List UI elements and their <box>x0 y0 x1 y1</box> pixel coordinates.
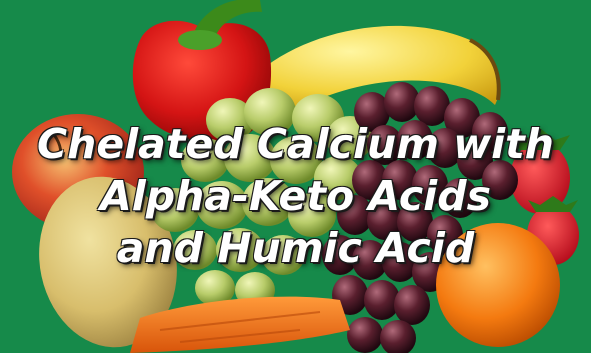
headline-line-2: Alpha-Keto Acids <box>100 172 491 220</box>
headline: Chelated Calcium with Alpha-Keto Acids a… <box>0 118 591 274</box>
headline-line-1: Chelated Calcium with <box>37 120 554 168</box>
headline-line-3: and Humic Acid <box>116 224 475 272</box>
